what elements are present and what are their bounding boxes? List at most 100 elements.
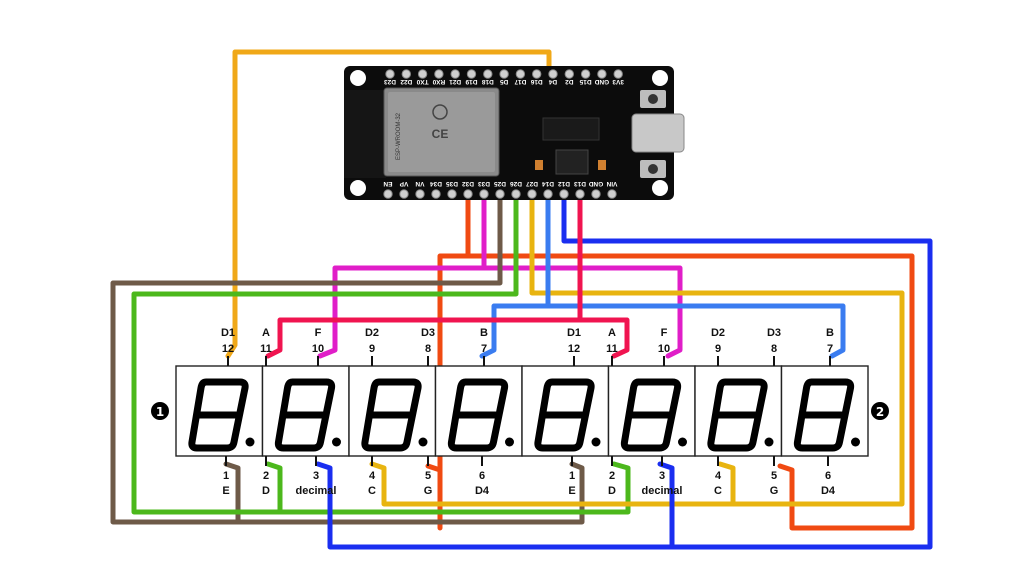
header-pin (495, 189, 505, 199)
pin-name: D2 (711, 327, 725, 339)
pin-label: D21 (449, 78, 461, 85)
decimal-point (678, 437, 687, 447)
wire-d27-c (369, 195, 905, 507)
header-pin (613, 69, 623, 79)
pin-label: D26 (510, 180, 522, 187)
pin-name: D3 (421, 327, 435, 339)
capacitor (535, 160, 543, 170)
pin-label: GND (594, 78, 609, 85)
pin-label: D33 (478, 180, 490, 187)
header-pin (559, 189, 569, 199)
pin-number: 5 (771, 470, 777, 482)
wire-branch (265, 317, 583, 359)
header-pin (511, 189, 521, 199)
pin-number: 3 (659, 470, 665, 482)
pin-label: D14 (542, 180, 554, 187)
pin-name: A (608, 327, 616, 339)
pin-label: RX0 (432, 78, 445, 85)
pin-label: D34 (430, 180, 442, 187)
pin-label: D25 (494, 180, 506, 187)
seven-segment-digit (793, 378, 855, 452)
pin-number: 1 (223, 470, 229, 482)
pin-label: D17 (514, 78, 526, 85)
pin-label: D18 (481, 78, 493, 85)
pin-name: G (424, 485, 433, 497)
usb-c-connector[interactable] (631, 113, 685, 153)
wire-branch (235, 461, 585, 525)
pin-name: D3 (767, 327, 781, 339)
pin-number: 10 (658, 343, 670, 355)
header-pin (607, 189, 617, 199)
pin-number: 9 (369, 343, 375, 355)
header-pin (580, 69, 591, 79)
pin-number: 11 (606, 343, 618, 355)
ce-mark-icon: CE (432, 127, 449, 141)
display-marker-label: 1 (156, 405, 164, 419)
pin-name: D2 (365, 327, 379, 339)
pin-label: VIN (606, 180, 617, 187)
displays: D112A11F10D29D38B71E2D3decimal4C5G6D41D1… (151, 327, 889, 497)
seven-segment-digit (620, 378, 682, 452)
pin-label: D27 (526, 180, 538, 187)
decimal-point (505, 437, 514, 447)
wire-d26-d (131, 195, 631, 515)
pin-label: D2 (565, 78, 574, 85)
wire-path (225, 49, 552, 359)
wire-path (529, 195, 905, 507)
header-pin (385, 69, 395, 79)
pin-label: D23 (384, 78, 396, 85)
module-shield (388, 92, 495, 172)
pin-label: 3V3 (612, 78, 624, 85)
wire-branch (479, 303, 551, 359)
mount-hole (652, 70, 668, 86)
pin-number: 11 (260, 343, 272, 355)
capacitor (598, 160, 606, 170)
pin-label: D12 (558, 180, 570, 187)
pin-number: 7 (827, 343, 833, 355)
decimal-point (332, 437, 341, 447)
pin-name: F (315, 327, 322, 339)
header-pin (527, 189, 537, 199)
pin-label: D5 (500, 78, 509, 85)
voltage-regulator (555, 149, 589, 175)
pin-number: 2 (609, 470, 615, 482)
wire-path (561, 195, 933, 550)
header-pin (431, 189, 441, 199)
pin-number: 6 (825, 470, 831, 482)
pin-name: D4 (821, 485, 836, 497)
pin-name: D1 (567, 327, 581, 339)
pin-name: D (262, 485, 270, 497)
pin-name: G (770, 485, 779, 497)
pin-number: 4 (369, 470, 376, 482)
wire-d25-e (110, 195, 585, 525)
display-marker-label: 2 (876, 405, 884, 419)
header-pin (417, 69, 428, 79)
wire-d13-a (265, 195, 630, 359)
button-cap (648, 94, 658, 104)
pin-label: EN (383, 180, 392, 187)
wire-path (317, 195, 487, 359)
wire-path (577, 195, 630, 359)
pin-number: 8 (425, 343, 431, 355)
pin-name: B (480, 327, 488, 339)
pin-label: D16 (530, 78, 542, 85)
header-pin (597, 69, 607, 79)
pin-number: 4 (715, 470, 722, 482)
pin-number: 10 (312, 343, 324, 355)
header-pin (543, 189, 553, 199)
header-pin (515, 69, 526, 79)
seven-segment-digit (361, 378, 422, 452)
header-pin (450, 69, 460, 79)
usb-serial-chip (542, 117, 600, 141)
wire-d32-g (425, 195, 915, 531)
header-pin (466, 69, 477, 79)
pin-label: VN (415, 180, 424, 187)
pin-number: 12 (568, 343, 580, 355)
pin-number: 5 (425, 470, 431, 482)
pin-label: D13 (574, 180, 586, 187)
wire-path (131, 195, 519, 515)
pin-label: D22 (400, 78, 412, 85)
